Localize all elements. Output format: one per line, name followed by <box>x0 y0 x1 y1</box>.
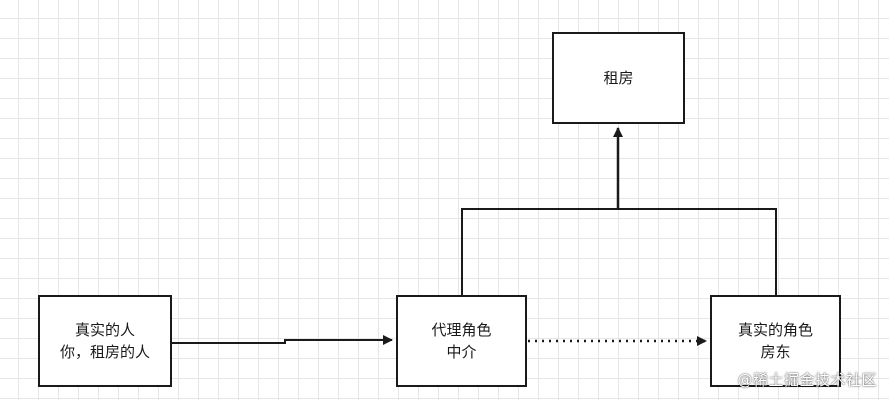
node-landlord-line1: 真实的角色 <box>737 321 813 339</box>
arrow-real-to-proxy <box>172 335 393 345</box>
node-landlord: 真实的角色 房东 <box>710 295 841 387</box>
node-landlord-line2: 房东 <box>760 343 791 361</box>
node-proxy: 代理角色 中介 <box>396 295 527 387</box>
node-real-person: 真实的人 你，租房的人 <box>38 295 172 387</box>
node-rent-label: 租房 <box>603 69 634 87</box>
node-proxy-line1: 代理角色 <box>431 321 492 339</box>
node-rent: 租房 <box>552 32 685 124</box>
node-real-person-line2: 你，租房的人 <box>59 343 150 361</box>
node-proxy-line2: 中介 <box>446 343 477 361</box>
node-real-person-line1: 真实的人 <box>74 321 135 339</box>
watermark-text: @稀土掘金技术社区 <box>737 371 877 389</box>
